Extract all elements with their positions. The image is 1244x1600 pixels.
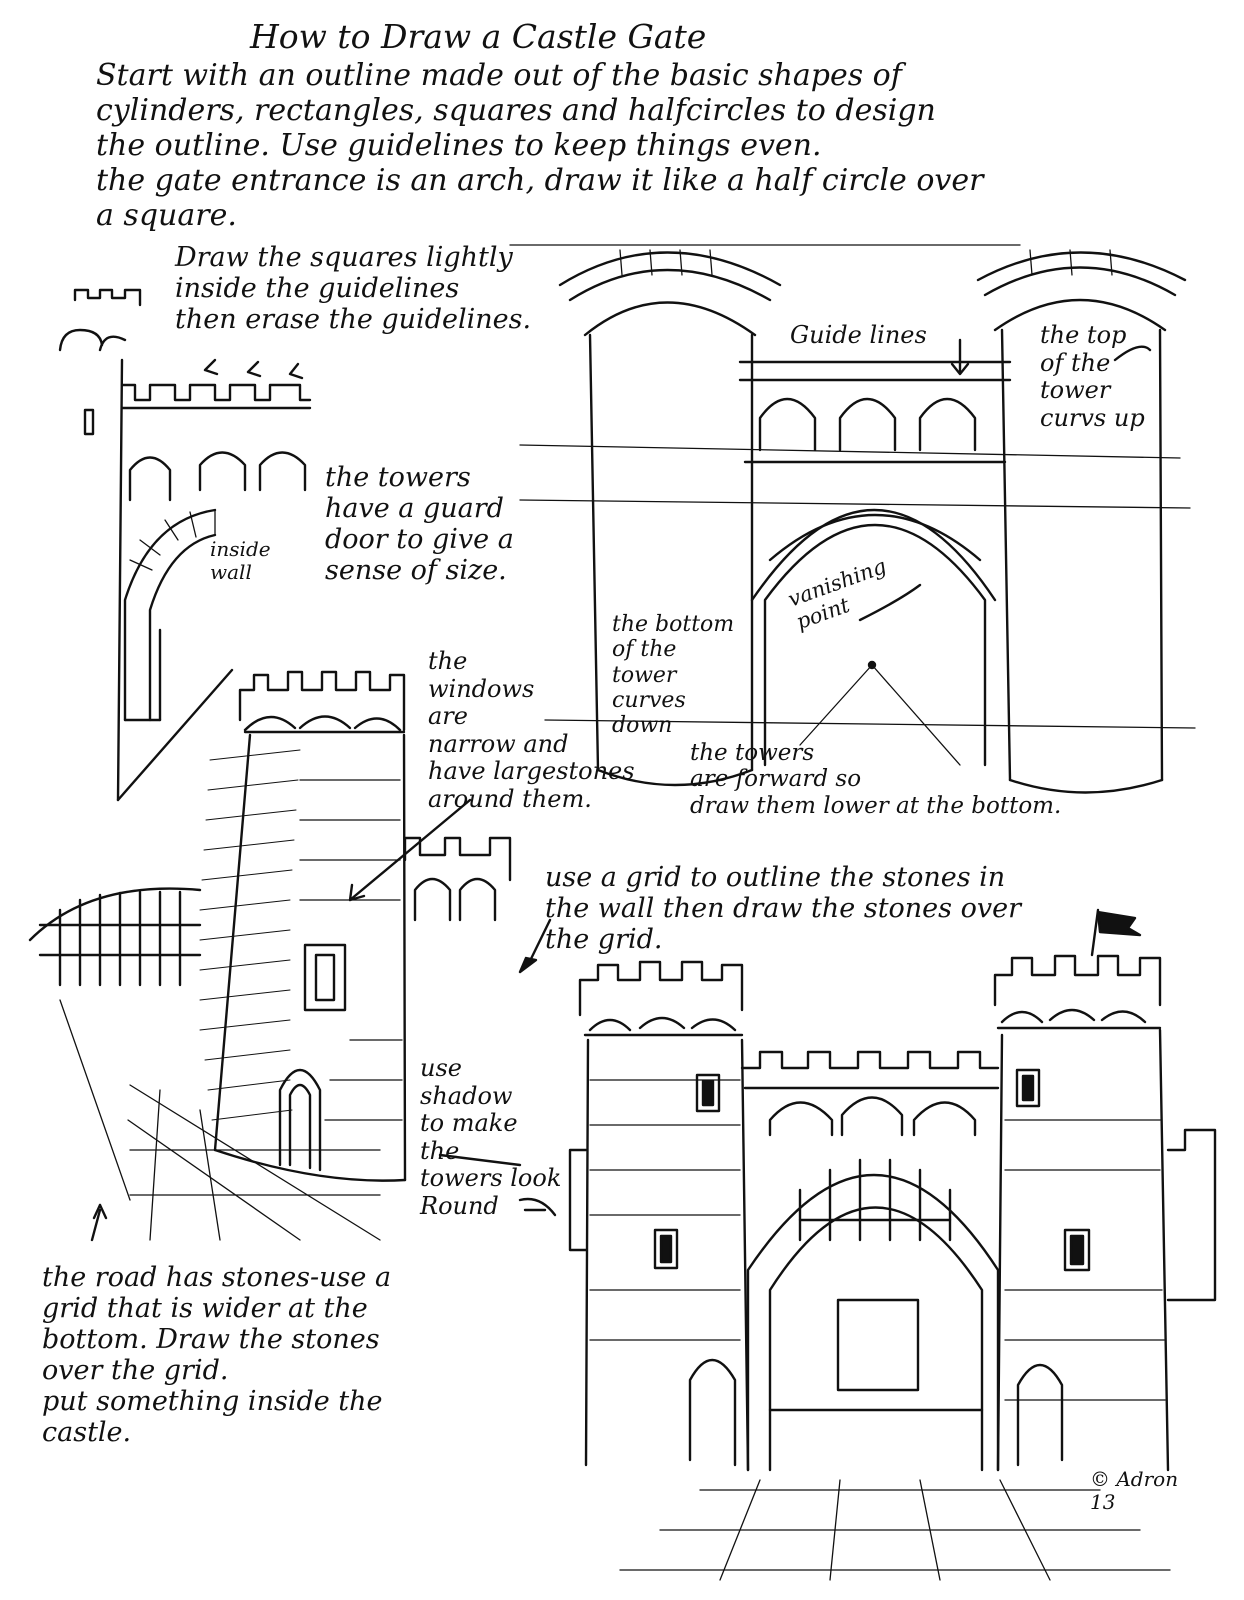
intro-paragraph: Start with an outline made out of the ba… (96, 58, 1136, 233)
signature: © Adron 13 (1090, 1467, 1179, 1514)
note-shadow: use shadow to make the towers look Round (420, 1054, 562, 1220)
outline-sketch (509, 244, 1196, 794)
note-inside-wall: inside wall (210, 537, 271, 584)
intro-line: a square. (96, 198, 237, 234)
note-tower-top: the top of the tower curvs up (1040, 321, 1145, 432)
note-tower-bottom: the bottom of the tower curves down (612, 612, 735, 739)
intro-line: the outline. Use guidelines to keep thin… (96, 128, 822, 164)
intro-line: the gate entrance is an arch, draw it li… (96, 163, 984, 199)
left-wall-sketch (58, 288, 312, 802)
detailed-tower (28, 670, 512, 1241)
note-guide-lines: Guide lines (790, 321, 927, 349)
finished-castle-gate (568, 908, 1217, 1581)
note-windows: the windows are narrow and have largesto… (428, 647, 635, 813)
intro-line: Start with an outline made out of the ba… (96, 58, 902, 93)
note-road: the road has stones-use a grid that is w… (42, 1262, 392, 1449)
page-title: How to Draw a Castle Gate (250, 17, 707, 56)
note-guard-door: the towers have a guard door to give a s… (325, 462, 514, 587)
note-squares: Draw the squares lightly inside the guid… (175, 242, 532, 336)
note-towers-forward: the towers are forward so draw them lowe… (690, 740, 1062, 819)
tower-shading (199, 749, 301, 1121)
note-grid-stones: use a grid to outline the stones in the … (545, 862, 1021, 956)
annotation-arrows (90, 358, 557, 1242)
intro-line: cylinders, rectangles, squares and halfc… (96, 93, 936, 129)
